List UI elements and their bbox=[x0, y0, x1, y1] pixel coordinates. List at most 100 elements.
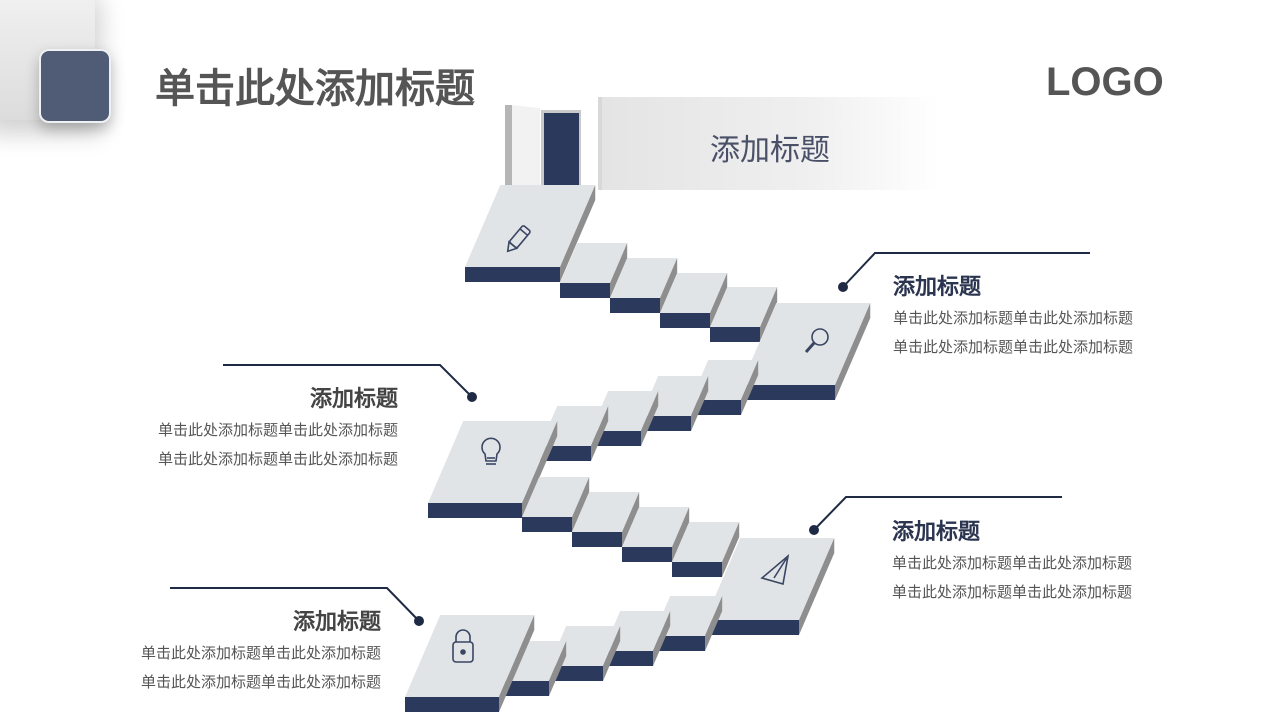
search-icon bbox=[804, 328, 829, 353]
stair-step bbox=[672, 522, 740, 577]
step-top-face bbox=[660, 273, 728, 313]
step-side-face bbox=[641, 391, 659, 446]
step-front-face bbox=[465, 267, 560, 282]
step-front-face bbox=[572, 532, 622, 547]
step-side-face bbox=[835, 303, 871, 400]
stair-step bbox=[710, 287, 778, 342]
callout-title-1[interactable]: 添加标题 bbox=[893, 275, 982, 300]
step-side-face bbox=[572, 477, 590, 532]
callout-connector-1 bbox=[838, 252, 1090, 292]
lock-icon bbox=[452, 629, 474, 663]
callout-body-3[interactable]: 单击此处添加标题单击此处添加标题 单击此处添加标题单击此处添加标题 bbox=[892, 549, 1132, 607]
step-side-face bbox=[560, 185, 596, 282]
landing-paper-plane bbox=[705, 538, 835, 635]
landing-pencil bbox=[465, 185, 596, 282]
step-front-face bbox=[428, 503, 522, 518]
step-front-face bbox=[522, 517, 572, 532]
step-side-face bbox=[741, 360, 759, 415]
step-side-face bbox=[591, 406, 609, 461]
door bbox=[505, 97, 602, 205]
step-top-face bbox=[672, 522, 740, 562]
lightbulb-icon bbox=[481, 437, 501, 465]
callout-title-2[interactable]: 添加标题 bbox=[309, 387, 398, 412]
callout-line: 单击此处添加标题单击此处添加标题 bbox=[140, 644, 381, 662]
callout-body-4[interactable]: 单击此处添加标题单击此处添加标题 单击此处添加标题单击此处添加标题 bbox=[81, 639, 381, 697]
step-side-face bbox=[710, 273, 728, 328]
decorative-navy-square bbox=[39, 49, 111, 123]
callout-line: 单击此处添加标题单击此处添加标题 bbox=[893, 309, 1134, 327]
step-top-face bbox=[622, 507, 690, 547]
banner-background bbox=[600, 97, 940, 190]
step-front-face bbox=[622, 547, 672, 562]
step-top-face bbox=[560, 243, 628, 283]
step-top-face bbox=[741, 303, 871, 385]
step-side-face bbox=[760, 287, 778, 342]
callout-title-4[interactable]: 添加标题 bbox=[292, 610, 381, 635]
step-side-face bbox=[799, 538, 835, 635]
step-top-face bbox=[710, 287, 778, 327]
step-top-face bbox=[705, 538, 835, 620]
stair-step bbox=[560, 243, 628, 298]
callout-body-1[interactable]: 单击此处添加标题单击此处添加标题 单击此处添加标题单击此处添加标题 bbox=[893, 304, 1133, 362]
step-top-face bbox=[549, 626, 621, 666]
step-top-face bbox=[465, 185, 596, 267]
callout-line: 单击此处添加标题单击此处添加标题 bbox=[140, 673, 381, 691]
step-front-face bbox=[603, 651, 653, 666]
landing-lightbulb bbox=[428, 421, 558, 518]
callout-title-3[interactable]: 添加标题 bbox=[892, 520, 981, 545]
step-front-face bbox=[705, 620, 799, 635]
step-front-face bbox=[540, 446, 591, 461]
step-side-face bbox=[499, 615, 535, 712]
callout-line: 单击此处添加标题单击此处添加标题 bbox=[157, 450, 398, 468]
step-front-face bbox=[672, 562, 722, 577]
stair-step bbox=[549, 626, 621, 681]
stair-step bbox=[572, 492, 640, 547]
callout-body-2[interactable]: 单击此处添加标题单击此处添加标题 单击此处添加标题单击此处添加标题 bbox=[98, 416, 398, 474]
step-side-face bbox=[603, 626, 621, 681]
step-front-face bbox=[610, 298, 660, 313]
step-side-face bbox=[549, 641, 567, 696]
step-top-face bbox=[522, 477, 590, 517]
step-front-face bbox=[641, 416, 691, 431]
step-front-face bbox=[691, 400, 741, 415]
stair-step bbox=[522, 477, 590, 532]
step-top-face bbox=[405, 615, 535, 697]
callout-line: 单击此处添加标题单击此处添加标题 bbox=[157, 421, 398, 439]
step-side-face bbox=[622, 492, 640, 547]
callout-line: 单击此处添加标题单击此处添加标题 bbox=[892, 554, 1133, 572]
step-side-face bbox=[660, 258, 678, 313]
stair-step bbox=[660, 273, 728, 328]
landing-search bbox=[741, 303, 871, 400]
step-top-face bbox=[610, 258, 678, 298]
step-top-face bbox=[653, 596, 723, 636]
pencil-icon bbox=[506, 225, 531, 253]
callout-connector-2 bbox=[223, 364, 477, 402]
step-side-face bbox=[610, 243, 628, 298]
stair-step bbox=[622, 507, 690, 562]
landing-lock bbox=[405, 615, 535, 712]
callout-line: 单击此处添加标题单击此处添加标题 bbox=[892, 583, 1133, 601]
step-side-face bbox=[705, 596, 723, 651]
step-front-face bbox=[549, 666, 603, 681]
step-side-face bbox=[691, 376, 709, 431]
page-title[interactable]: 单击此处添加标题 bbox=[155, 66, 475, 112]
stair-step bbox=[610, 258, 678, 313]
callout-connector-3 bbox=[809, 496, 1062, 535]
step-front-face bbox=[660, 313, 710, 328]
step-front-face bbox=[653, 636, 705, 651]
step-front-face bbox=[499, 681, 549, 696]
step-side-face bbox=[653, 611, 671, 666]
callout-connector-4 bbox=[170, 587, 424, 626]
step-side-face bbox=[672, 507, 690, 562]
callout-line: 单击此处添加标题单击此处添加标题 bbox=[893, 338, 1134, 356]
step-front-face bbox=[710, 327, 760, 342]
step-front-face bbox=[591, 431, 641, 446]
step-front-face bbox=[560, 283, 610, 298]
banner-title[interactable]: 添加标题 bbox=[710, 133, 830, 168]
step-front-face bbox=[741, 385, 835, 400]
step-front-face bbox=[405, 697, 499, 712]
step-side-face bbox=[722, 522, 740, 577]
step-top-face bbox=[572, 492, 640, 532]
step-side-face bbox=[522, 421, 558, 518]
